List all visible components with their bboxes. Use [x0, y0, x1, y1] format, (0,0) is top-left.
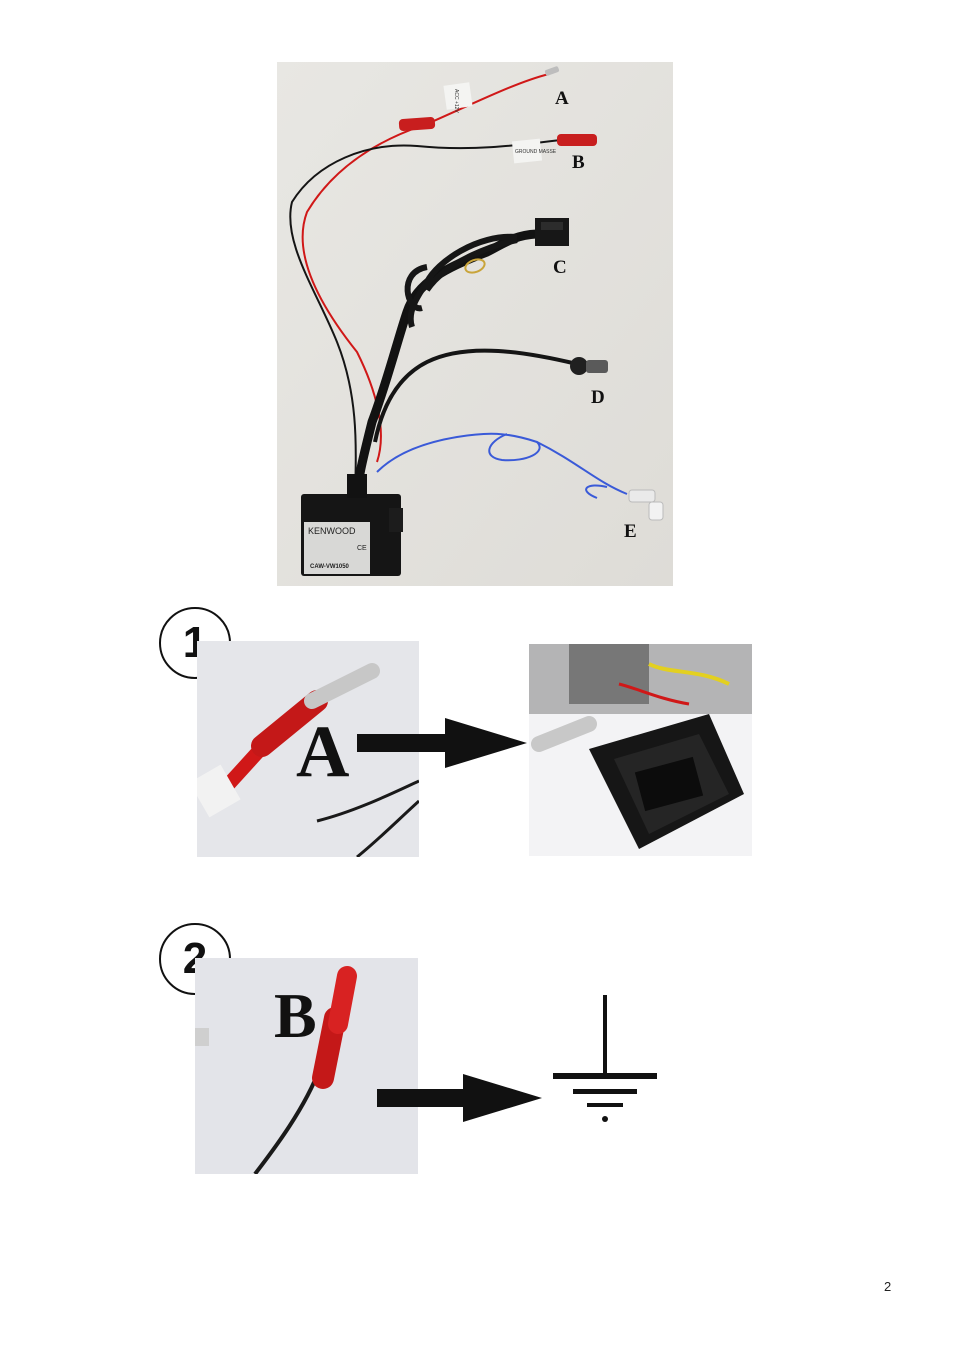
step-1-wire-label: A — [296, 711, 350, 793]
ground-symbol-icon — [553, 995, 657, 1122]
harness-label-a: A — [555, 88, 569, 109]
module-brand: KENWOOD — [308, 526, 356, 536]
harness-label-e: E — [624, 521, 637, 542]
wire-b-photo — [195, 958, 418, 1174]
harness-label-d: D — [591, 387, 605, 408]
module-model: CAW-VW1050 — [310, 564, 350, 570]
page-number: 2 — [884, 1279, 892, 1294]
step-2-arrow-icon — [377, 1074, 542, 1122]
harness-label-b: B — [572, 152, 585, 173]
tag-b-text: GROUND MASSE — [515, 149, 557, 155]
step-1-arrow-icon — [357, 718, 527, 768]
tag-a-text: ACC +12V — [453, 89, 459, 113]
harness-label-c: C — [553, 257, 567, 278]
module-ce: CE — [357, 545, 367, 552]
connector-photo — [529, 644, 752, 856]
step-2-wire-label: B — [274, 980, 317, 1051]
harness-photo: ACC +12V GROUND MASSE KENWOOD CE CAW-VW1… — [277, 62, 673, 586]
